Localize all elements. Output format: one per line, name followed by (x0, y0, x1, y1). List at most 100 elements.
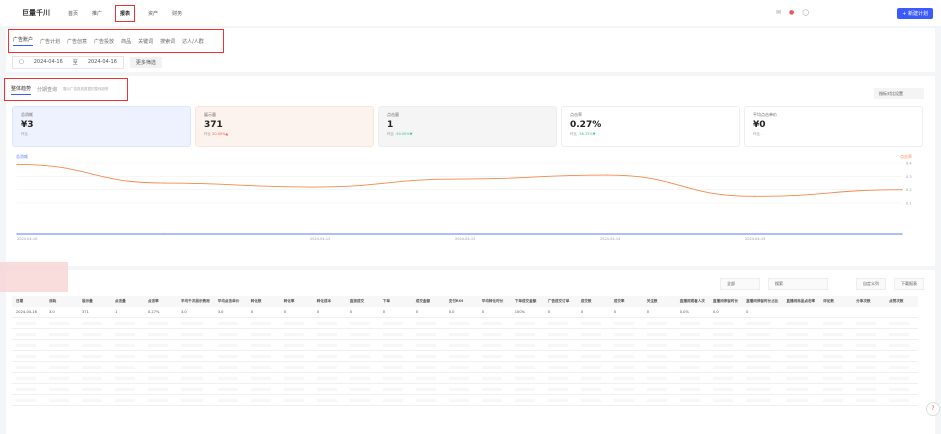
metric-value: ¥3 (21, 120, 34, 130)
table-cell: 371 (78, 307, 111, 318)
tab-creative[interactable]: 广告创意 (67, 38, 88, 45)
help-icon[interactable]: ? (926, 402, 940, 416)
right-axis-label: 点击率 (900, 153, 912, 159)
redacted-row: ........................... (12, 350, 919, 362)
custom-columns-button[interactable]: 自定义列 (856, 278, 886, 290)
column-header[interactable]: 成交金额 (415, 299, 431, 303)
data-point[interactable] (163, 233, 166, 235)
message-icon[interactable]: ✉ (776, 9, 782, 16)
data-point[interactable] (458, 233, 461, 235)
column-header[interactable]: 展示量 (82, 299, 93, 303)
redacted-cell: . (642, 361, 676, 373)
redacted-cell: . (111, 328, 144, 340)
start-date: 2024-04-16 (33, 59, 63, 65)
column-header[interactable]: 点击量 (115, 299, 126, 303)
notification-icon[interactable]: ● (789, 9, 795, 16)
nav-report[interactable]: 报表 (115, 5, 136, 22)
more-filters-button[interactable]: 更多筛选 (129, 57, 162, 68)
column-header[interactable]: 直播间观看人次 (679, 299, 705, 303)
data-point[interactable] (311, 186, 313, 188)
data-point[interactable] (458, 178, 461, 180)
column-header[interactable]: 直播间停留时长占比 (746, 299, 779, 303)
data-point[interactable] (163, 182, 166, 184)
column-header[interactable]: 转化成本 (316, 299, 332, 303)
redacted-cell: . (477, 361, 511, 373)
redacted-cell: . (378, 361, 412, 373)
column-header[interactable]: 转化率 (283, 299, 295, 303)
redacted-cell: . (782, 339, 820, 351)
data-point[interactable] (901, 233, 903, 235)
column-header[interactable]: 成交数 (580, 299, 592, 303)
column-header[interactable]: 直接成交 (349, 299, 365, 303)
redacted-cell: . (78, 350, 111, 362)
column-header[interactable]: 下单 (382, 299, 390, 303)
date-range-picker[interactable]: ▢ 2024-04-16 至 2024-04-16 (12, 56, 124, 69)
data-point[interactable] (16, 163, 18, 166)
redacted-cell: . (111, 350, 144, 362)
column-header[interactable]: 点击率 (148, 299, 159, 303)
column-header[interactable]: 直播间停留时长 (712, 299, 739, 303)
nav-promote[interactable]: 推广 (92, 11, 103, 17)
data-point[interactable] (606, 174, 608, 176)
table-cell (852, 307, 886, 318)
column-header[interactable]: 转化数 (250, 299, 262, 303)
column-header[interactable]: 分享次数 (856, 299, 871, 303)
redacted-cell: . (411, 317, 445, 329)
metric-select[interactable]: 指标对比设置 (874, 88, 924, 99)
column-header[interactable]: 平均千次展示费用 (181, 299, 210, 303)
tab-plan[interactable]: 广告计划 (40, 38, 61, 45)
column-header[interactable]: 广告成交订单 (547, 299, 570, 303)
column-header[interactable]: 直播间商品点击率 (786, 299, 816, 303)
data-point[interactable] (753, 233, 756, 235)
tab-overall-trend[interactable]: 整体趋势 (11, 85, 32, 95)
column-header[interactable]: 支付ROI (448, 299, 464, 303)
data-point[interactable] (16, 233, 18, 235)
column-header[interactable]: 平均转化时长 (481, 299, 504, 303)
column-header[interactable]: 评论数 (823, 299, 834, 303)
metric-label: 点击量 (387, 112, 399, 117)
redacted-cell: . (477, 383, 511, 395)
column-header[interactable]: 成交率 (613, 299, 625, 303)
nav-finance[interactable]: 财务 (172, 11, 183, 17)
table-filter-select[interactable]: 全部 (720, 278, 760, 290)
nav-home[interactable]: 首页 (68, 11, 79, 17)
tab-delivery[interactable]: 广告投放 (94, 38, 115, 45)
tab-account[interactable]: 广告账户 (13, 36, 34, 46)
user-icon[interactable]: ◯ (802, 9, 809, 16)
redacted-cell: . (345, 317, 379, 329)
redacted-cell: . (609, 350, 643, 362)
redacted-cell: . (609, 328, 643, 340)
nav-assets[interactable]: 资产 (148, 11, 159, 17)
column-header[interactable]: 日期 (16, 299, 24, 303)
data-point[interactable] (311, 233, 313, 235)
table-cell (819, 307, 853, 318)
redacted-cell: . (543, 361, 577, 373)
new-plan-button[interactable]: + 新建计划 (897, 8, 933, 19)
redacted-cell: . (852, 350, 886, 362)
column-header[interactable]: 点赞次数 (889, 299, 904, 303)
data-point[interactable] (901, 189, 903, 191)
column-header[interactable]: 平均点击单价 (217, 299, 240, 303)
column-header[interactable]: 下单成交金额 (514, 299, 537, 303)
data-point[interactable] (753, 195, 756, 197)
table-search-input[interactable]: 搜索 (768, 278, 828, 290)
tab-search-term[interactable]: 搜索词 (160, 38, 176, 45)
redacted-cell: . (312, 383, 346, 395)
column-header[interactable]: 消耗 (49, 299, 57, 303)
tab-period-query[interactable]: 分期查询 (37, 87, 58, 93)
redacted-cell: . (477, 339, 511, 351)
redacted-cell: . (819, 339, 853, 351)
column-header[interactable]: 关注数 (646, 299, 658, 303)
tab-audience[interactable]: 达人/人群 (182, 38, 204, 45)
tab-keyword[interactable]: 关键词 (138, 38, 154, 45)
tab-product[interactable]: 商品 (121, 38, 132, 45)
data-point[interactable] (606, 233, 608, 235)
download-report-button[interactable]: 下载报表 (894, 278, 924, 290)
